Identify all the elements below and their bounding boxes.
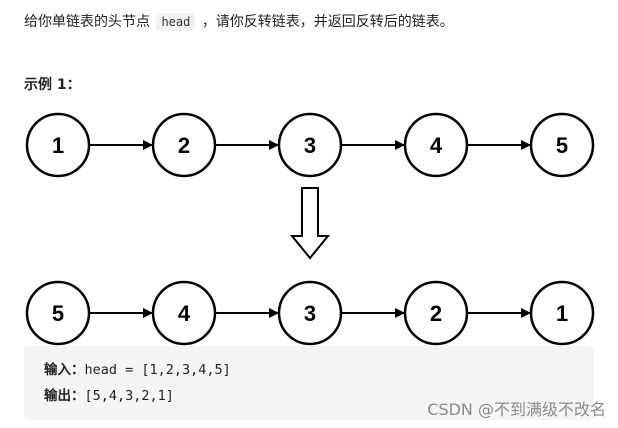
input-line: 输入：head = [1,2,3,4,5] [44, 360, 231, 380]
linked-list-diagram: 1 2 3 4 5 5 4 [25, 112, 595, 346]
input-node-2-label: 2 [178, 133, 190, 158]
example-title: 示例 1： [24, 77, 81, 93]
output-node-4: 2 [403, 280, 469, 346]
output-node-4-label: 2 [430, 301, 442, 326]
inline-code-head: head [156, 13, 196, 31]
output-line: 输出：[5,4,3,2,1] [44, 386, 174, 406]
input-node-4: 4 [403, 112, 469, 178]
problem-text-before: 给你单链表的头节点 [24, 14, 150, 30]
input-node-3-label: 3 [304, 133, 316, 158]
input-node-1: 1 [25, 112, 91, 178]
output-node-1-label: 5 [52, 301, 64, 326]
output-node-2: 4 [151, 280, 217, 346]
input-node-2: 2 [151, 112, 217, 178]
input-node-5: 5 [529, 112, 595, 178]
output-node-5: 1 [529, 280, 595, 346]
output-list-row: 5 4 3 2 1 [25, 280, 595, 346]
input-node-3: 3 [277, 112, 343, 178]
problem-text-after: ，请你反转链表，并返回反转后的链表。 [201, 14, 454, 30]
output-value: [5,4,3,2,1] [84, 388, 174, 404]
output-node-2-label: 4 [178, 301, 191, 326]
input-value: head = [1,2,3,4,5] [84, 362, 231, 378]
input-node-5-label: 5 [556, 133, 568, 158]
reverse-down-arrow-icon [289, 187, 331, 260]
problem-description: 给你单链表的头节点 head ，请你反转链表，并返回反转后的链表。 [24, 10, 454, 34]
output-node-5-label: 1 [556, 301, 568, 326]
example-io-box: 输入：head = [1,2,3,4,5] 输出：[5,4,3,2,1] [24, 346, 594, 420]
output-node-1: 5 [25, 280, 91, 346]
output-label: 输出： [44, 388, 85, 404]
output-node-3: 3 [277, 280, 343, 346]
input-node-1-label: 1 [52, 133, 64, 158]
output-node-3-label: 3 [304, 301, 316, 326]
csdn-watermark: CSDN @不到满级不改名 [427, 400, 606, 419]
input-list-row: 1 2 3 4 5 [25, 112, 595, 178]
input-label: 输入： [44, 362, 85, 378]
input-node-4-label: 4 [430, 133, 443, 158]
